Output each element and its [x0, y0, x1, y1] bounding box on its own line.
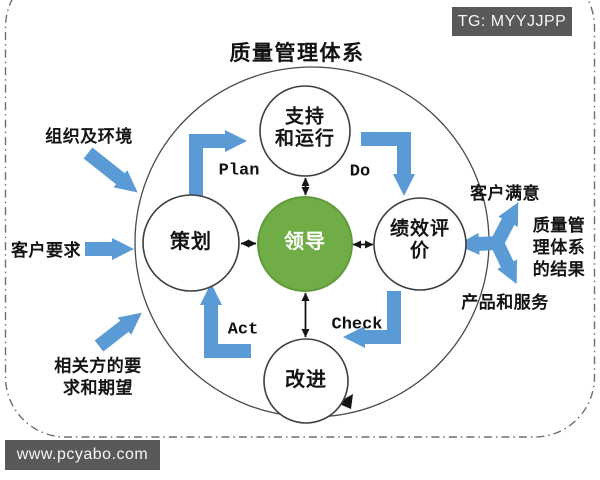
do-label: Do [349, 162, 371, 182]
diagram-title: 质量管理体系 [229, 42, 365, 65]
leadership-label: 领导 [284, 231, 326, 254]
customer-requirements-label: 客户要求 [11, 241, 81, 261]
org-context-label: 组织及环境 [45, 127, 133, 147]
performance-evaluation-circle [373, 197, 467, 291]
planning-circle [142, 194, 240, 292]
improvement-circle [263, 338, 349, 424]
performance-evaluation-label: 绩效评 价 [389, 218, 451, 262]
org-context-arrow [83, 147, 138, 193]
interested-parties-arrow [94, 312, 142, 352]
customer-satisfaction-label: 客户满意 [470, 184, 540, 204]
qms-boundary-arrowhead [337, 394, 353, 409]
tg-watermark-text: TG: MYYJJPP [457, 12, 567, 30]
check-arrow [343, 291, 401, 348]
act-label: Act [227, 320, 259, 340]
interested-parties-label: 相关方的要 求和期望 [54, 356, 142, 397]
tg-watermark-badge: TG: MYYJJPP [452, 7, 572, 36]
qms-results-label: 质量管 理体系 的结果 [532, 215, 586, 280]
do-arrow [361, 132, 415, 196]
site-watermark-badge: www.pcyabo.com [5, 440, 160, 470]
dashed-page-border [4, 0, 596, 438]
check-label: Check [331, 315, 383, 335]
leadership-circle [257, 196, 353, 292]
products-services-label: 产品和服务 [461, 293, 549, 313]
plan-label: Plan [218, 161, 260, 181]
support-operation-label: 支持 和运行 [274, 106, 336, 150]
act-arrow [200, 283, 251, 358]
support-operation-circle [259, 85, 351, 177]
site-watermark-text: www.pcyabo.com [16, 446, 149, 463]
results-branch-arrow [457, 202, 519, 285]
plan-arrow [189, 130, 247, 196]
planning-label: 策划 [170, 231, 212, 254]
improvement-label: 改进 [285, 369, 327, 392]
